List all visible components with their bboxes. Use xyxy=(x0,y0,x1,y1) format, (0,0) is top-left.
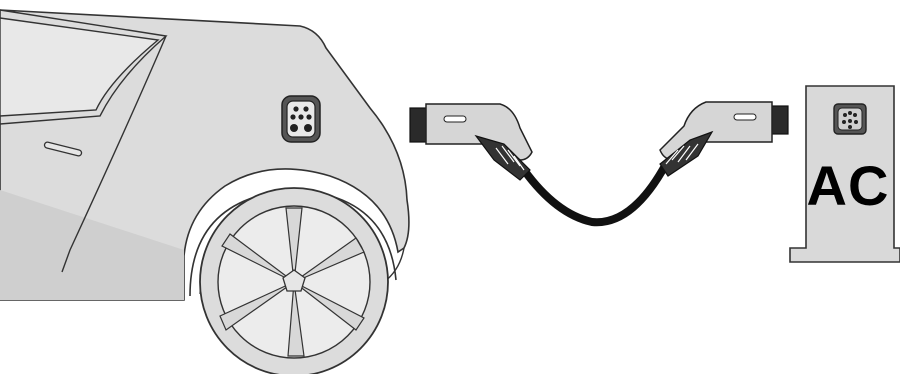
car-window xyxy=(0,17,160,117)
station-socket-icon xyxy=(833,103,867,135)
charging-plug-icon xyxy=(659,101,789,177)
station-ac-label: AC xyxy=(806,154,890,217)
car-door-line xyxy=(61,35,167,273)
charging-cable xyxy=(520,160,670,227)
car-charging-inlet-icon xyxy=(281,95,321,143)
car-lower-panel xyxy=(0,190,184,300)
car xyxy=(0,9,410,374)
car-window-frame xyxy=(0,9,168,125)
station-body xyxy=(789,85,900,263)
charging-station xyxy=(789,85,900,263)
cable-wire xyxy=(520,160,670,227)
car-door-handle xyxy=(43,141,83,157)
wheel-icon xyxy=(199,187,389,374)
charging-plug-icon xyxy=(409,103,533,181)
